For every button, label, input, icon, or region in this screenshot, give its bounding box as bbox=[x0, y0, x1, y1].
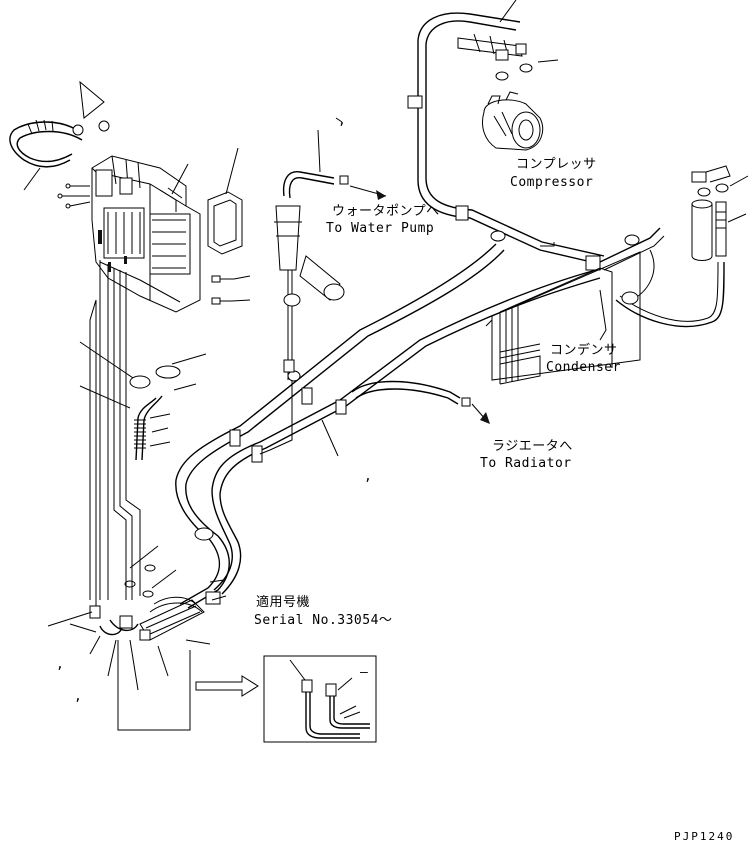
heater-unit bbox=[9, 119, 201, 313]
pipe-clips bbox=[194, 95, 640, 605]
label-radiator-jp: ラジエータへ bbox=[492, 439, 573, 454]
flow-arrows bbox=[349, 185, 490, 424]
label-serial-en: Serial No.33054～ bbox=[254, 613, 392, 628]
comma-mark-1: , bbox=[338, 113, 346, 128]
dash-mark: – bbox=[360, 665, 368, 680]
inset-arrow bbox=[195, 675, 259, 697]
o-rings-left bbox=[124, 365, 181, 598]
text-labels: ウォータポンプへ To Water Pump コンプレッサ Compressor… bbox=[56, 113, 734, 843]
label-serial-jp: 適用号機 bbox=[256, 594, 310, 610]
label-water-pump-jp: ウォータポンプへ bbox=[332, 204, 440, 219]
pipe-bundle-vertical bbox=[89, 260, 141, 610]
comma-mark-3: , bbox=[56, 657, 64, 672]
drawing-code: PJP1240 bbox=[674, 830, 734, 843]
comma-mark-2: , bbox=[364, 469, 372, 484]
compressor-part bbox=[457, 0, 559, 151]
condenser-part bbox=[485, 251, 641, 385]
label-water-pump-en: To Water Pump bbox=[326, 221, 434, 236]
misc-leaders bbox=[209, 117, 343, 601]
main-pipes bbox=[175, 12, 725, 609]
label-condenser-en: Condenser bbox=[546, 360, 621, 375]
water-pump-hose bbox=[259, 129, 471, 457]
label-condenser-jp: コンデンサ bbox=[550, 342, 618, 358]
label-compressor-en: Compressor bbox=[510, 175, 593, 190]
leader-lines-unit bbox=[23, 80, 251, 447]
label-compressor-jp: コンプレッサ bbox=[516, 157, 597, 172]
serial-inset bbox=[263, 655, 377, 743]
receiver-drier bbox=[691, 165, 749, 261]
spring-hose bbox=[134, 395, 163, 461]
expansion-valve-assembly bbox=[47, 545, 211, 731]
comma-mark-4: , bbox=[74, 689, 82, 704]
bolt-parts bbox=[211, 275, 234, 305]
label-radiator-en: To Radiator bbox=[480, 456, 572, 471]
filter-element bbox=[207, 191, 243, 255]
